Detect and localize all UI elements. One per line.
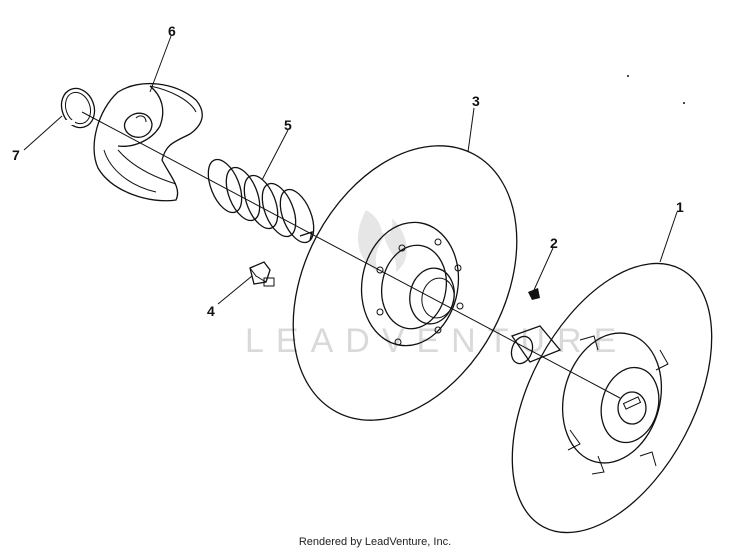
- assembly-axis: [81, 111, 621, 399]
- spring-part: [207, 158, 315, 244]
- callout-1: 1: [676, 199, 684, 215]
- speck: [683, 102, 685, 104]
- callouts: 1 2 3 4 5 6 7: [12, 23, 684, 319]
- callout-4: 4: [207, 303, 215, 319]
- key-part: [528, 288, 540, 300]
- callout-5: 5: [284, 117, 292, 133]
- cam-part: [93, 82, 203, 202]
- callout-3: 3: [472, 93, 480, 109]
- render-credit: Rendered by LeadVenture, Inc.: [298, 536, 452, 548]
- watermark: LEADVENTURE: [245, 210, 628, 360]
- callout-6: 6: [168, 23, 176, 39]
- button-part: [249, 261, 275, 287]
- snap-ring-part: [60, 87, 96, 129]
- movable-sheave-part: [292, 145, 518, 421]
- leader-lines: [23, 35, 678, 305]
- fixed-sheave-part: [510, 262, 713, 534]
- speck: [627, 75, 629, 77]
- watermark-text: LEADVENTURE: [245, 322, 628, 360]
- callout-7: 7: [12, 147, 20, 163]
- callout-2: 2: [550, 235, 558, 251]
